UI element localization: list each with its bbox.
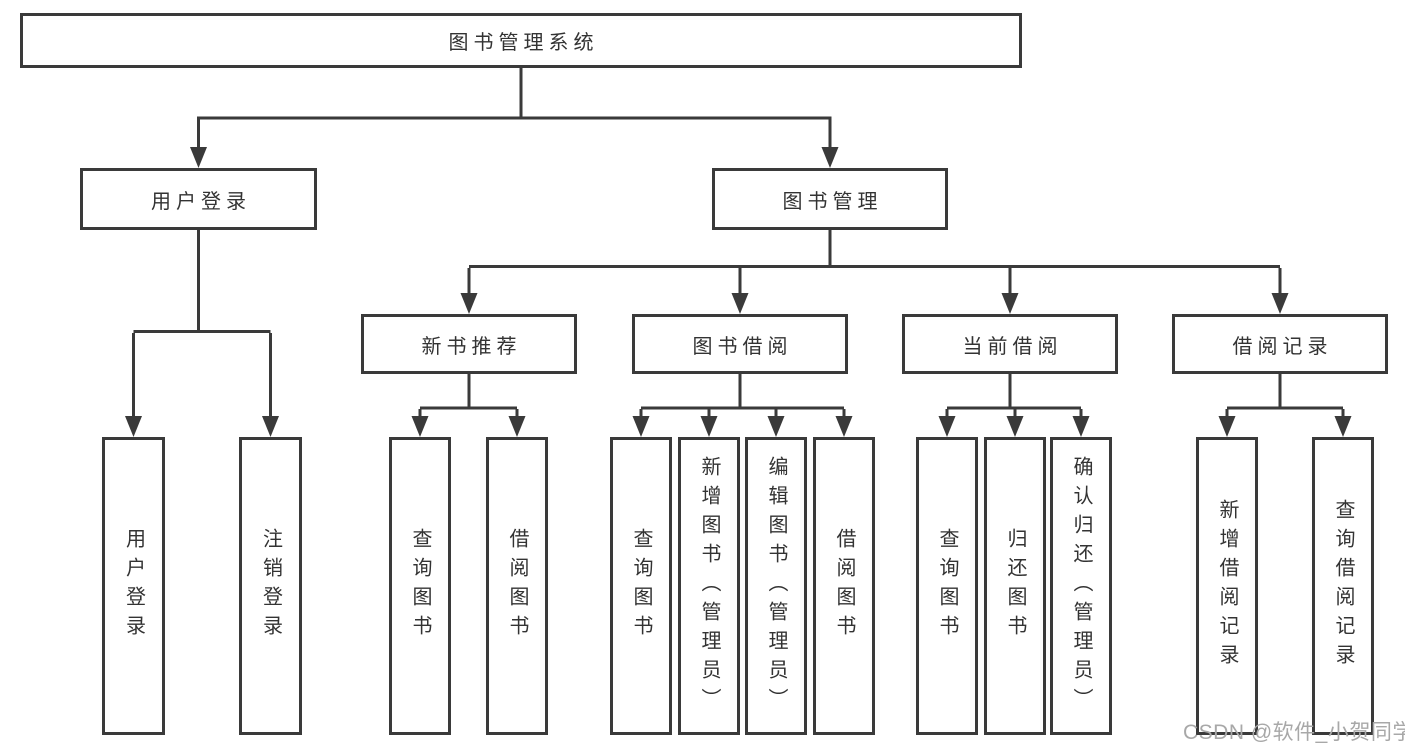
node-label: 新书推荐 — [421, 335, 522, 358]
node-book-management: 图书管理 — [712, 168, 948, 230]
leaf-query-books-1: 查询图书 — [389, 437, 451, 735]
node-label: 图书管理 — [782, 190, 883, 213]
node-label: 借阅记录 — [1232, 335, 1333, 358]
leaf-confirm-return-admin: 确认归还（管理员） — [1050, 437, 1112, 735]
leaf-label: 用户登录 — [122, 528, 145, 644]
leaf-add-borrow-record: 新增借阅记录 — [1196, 437, 1258, 735]
leaf-borrow-books-2: 借阅图书 — [813, 437, 875, 735]
node-borrow-records: 借阅记录 — [1172, 314, 1388, 374]
leaf-query-books-3: 查询图书 — [916, 437, 978, 735]
leaf-label: 确认归还（管理员） — [1070, 455, 1092, 717]
node-current-borrow: 当前借阅 — [902, 314, 1118, 374]
leaf-label: 查询借阅记录 — [1332, 499, 1354, 673]
node-label: 当前借阅 — [962, 335, 1063, 358]
leaf-logout: 注销登录 — [239, 437, 302, 735]
leaf-edit-books-admin: 编辑图书（管理员） — [745, 437, 807, 735]
node-label: 图书借阅 — [692, 335, 793, 358]
leaf-label: 借阅图书 — [506, 528, 528, 644]
leaf-label: 查询图书 — [630, 528, 652, 644]
leaf-query-borrow-record: 查询借阅记录 — [1312, 437, 1374, 735]
csdn-watermark: CSDN @软件_小贺同学 — [1183, 721, 1405, 744]
leaf-user-login: 用户登录 — [102, 437, 165, 735]
node-user-login: 用户登录 — [80, 168, 317, 230]
leaf-borrow-books-1: 借阅图书 — [486, 437, 548, 735]
leaf-label: 新增图书（管理员） — [698, 455, 720, 717]
leaf-query-books-2: 查询图书 — [610, 437, 672, 735]
node-label: 用户登录 — [151, 190, 251, 213]
node-label: 图书管理系统 — [448, 32, 599, 54]
node-library-system-root: 图书管理系统 — [20, 13, 1022, 68]
leaf-label: 归还图书 — [1004, 528, 1026, 644]
leaf-label: 借阅图书 — [833, 528, 855, 644]
node-new-book-recommend: 新书推荐 — [361, 314, 577, 374]
leaf-label: 查询图书 — [936, 528, 958, 644]
leaf-label: 编辑图书（管理员） — [765, 455, 787, 717]
arrowheads — [125, 147, 1352, 437]
leaf-return-books: 归还图书 — [984, 437, 1046, 735]
leaf-add-books-admin: 新增图书（管理员） — [678, 437, 740, 735]
leaf-label: 注销登录 — [259, 528, 282, 644]
leaf-label: 新增借阅记录 — [1216, 499, 1238, 673]
leaf-label: 查询图书 — [409, 528, 431, 644]
node-book-borrow: 图书借阅 — [632, 314, 848, 374]
